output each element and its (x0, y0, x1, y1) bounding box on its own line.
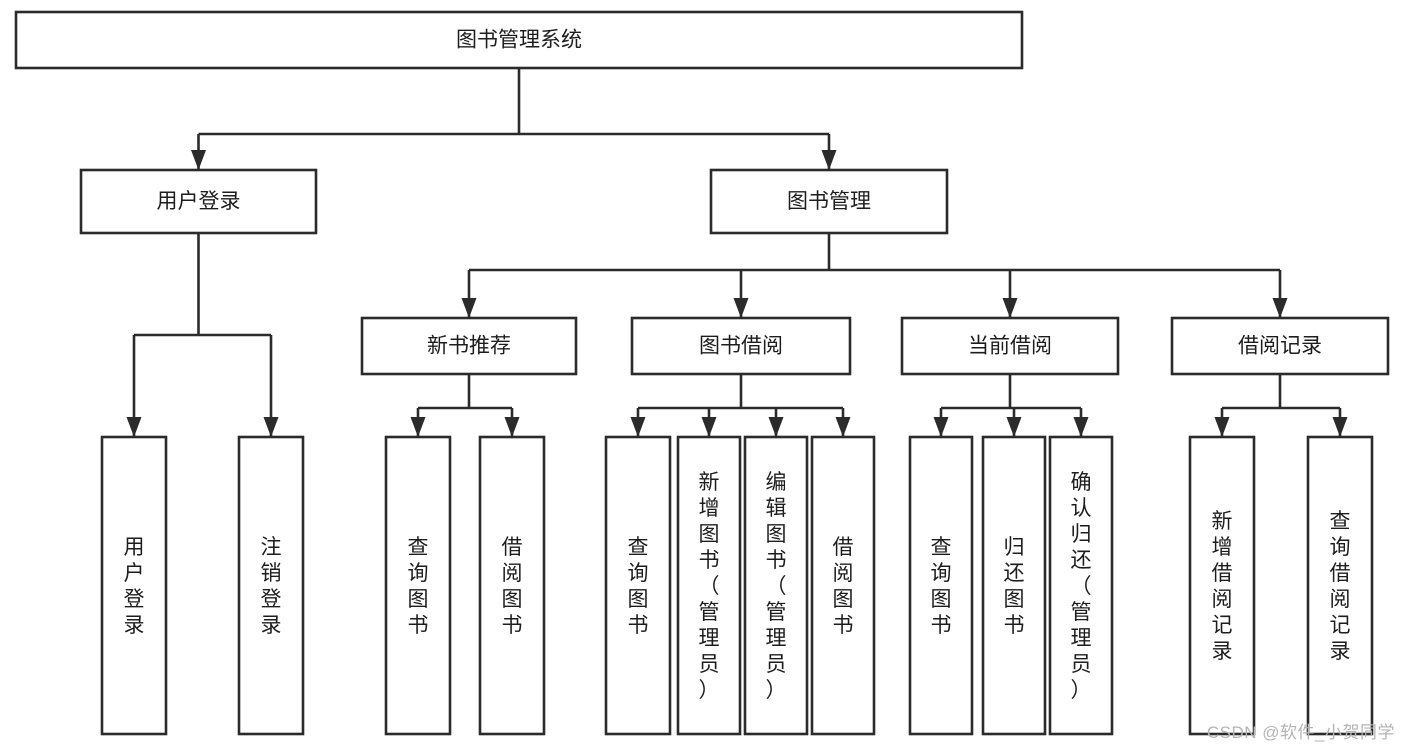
edge-group-user-login (126, 233, 279, 437)
node-box-leaf-return-book (981, 435, 1047, 736)
node-label-leaf-query-book-2: 查询图书 (628, 536, 649, 637)
arrow-head-icon (263, 417, 279, 437)
node-box-borrow-record (1170, 316, 1390, 376)
node-leaf-edit-book[interactable]: 编辑图书（管理员） (743, 435, 809, 736)
node-label-leaf-query-book-3: 查询图书 (931, 536, 952, 637)
node-leaf-query-record[interactable]: 查询借阅记录 (1306, 435, 1374, 736)
arrow-head-icon (461, 298, 477, 318)
node-leaf-confirm-return[interactable]: 确认归还（管理员） (1048, 435, 1114, 736)
edge-group-borrow-record (1214, 374, 1348, 437)
node-label-leaf-add-book: 新增图书（管理员） (699, 471, 720, 702)
arrow-head-icon (933, 417, 949, 437)
node-layer: 图书管理系统用户登录图书管理新书推荐图书借阅当前借阅借阅记录用户登录注销登录查询… (14, 10, 1390, 736)
node-user-login[interactable]: 用户登录 (79, 168, 318, 235)
node-label-leaf-return-book: 归还图书 (1004, 536, 1025, 637)
node-book-manage[interactable]: 图书管理 (709, 168, 949, 235)
node-leaf-add-book[interactable]: 新增图书（管理员） (676, 435, 742, 736)
node-label-root: 图书管理系统 (456, 29, 582, 52)
node-box-user-login (79, 168, 318, 235)
node-box-new-book-recommend (360, 316, 578, 376)
node-label-leaf-user-login: 用户登录 (124, 536, 145, 637)
node-box-leaf-confirm-return (1048, 435, 1114, 736)
arrow-head-icon (1073, 417, 1089, 437)
node-box-leaf-user-logout (237, 435, 305, 736)
watermark-text: CSDN @软件_小贺同学 (1206, 723, 1395, 742)
edge-group-new-book-recommend (410, 374, 520, 437)
node-leaf-query-book-1[interactable]: 查询图书 (384, 435, 452, 736)
edge-group-book-manage (461, 233, 1288, 318)
node-box-leaf-user-login (100, 435, 168, 736)
node-borrow-record[interactable]: 借阅记录 (1170, 316, 1390, 376)
node-leaf-add-record[interactable]: 新增借阅记录 (1188, 435, 1256, 736)
node-label-leaf-confirm-return: 确认归还（管理员） (1071, 471, 1092, 702)
arrow-head-icon (1272, 298, 1288, 318)
node-box-leaf-add-record (1188, 435, 1256, 736)
arrow-head-icon (410, 417, 426, 437)
arrow-head-icon (768, 417, 784, 437)
node-label-user-login: 用户登录 (157, 190, 241, 213)
node-box-leaf-query-book-3 (908, 435, 974, 736)
node-label-leaf-query-book-1: 查询图书 (408, 536, 429, 637)
edge-layer (126, 68, 1348, 437)
node-label-new-book-recommend: 新书推荐 (427, 335, 511, 358)
node-box-book-borrow (630, 316, 852, 376)
node-label-leaf-add-record: 新增借阅记录 (1212, 510, 1233, 663)
node-box-leaf-query-book-1 (384, 435, 452, 736)
arrow-head-icon (821, 150, 837, 170)
node-leaf-borrow-book-2[interactable]: 借阅图书 (810, 435, 876, 736)
node-box-leaf-query-record (1306, 435, 1374, 736)
arrow-head-icon (191, 150, 206, 170)
arrow-head-icon (1214, 417, 1230, 437)
node-label-current-borrow: 当前借阅 (968, 335, 1052, 358)
node-box-root (14, 10, 1024, 70)
arrow-head-icon (1332, 417, 1348, 437)
node-leaf-user-logout[interactable]: 注销登录 (237, 435, 305, 736)
node-leaf-query-book-2[interactable]: 查询图书 (604, 435, 672, 736)
node-box-leaf-query-book-2 (604, 435, 672, 736)
arrow-head-icon (701, 417, 717, 437)
node-current-borrow[interactable]: 当前借阅 (900, 316, 1120, 376)
node-label-leaf-borrow-book-2: 借阅图书 (833, 536, 854, 637)
node-root[interactable]: 图书管理系统 (14, 10, 1024, 70)
arrow-head-icon (630, 417, 646, 437)
node-new-book-recommend[interactable]: 新书推荐 (360, 316, 578, 376)
node-leaf-query-book-3[interactable]: 查询图书 (908, 435, 974, 736)
node-box-leaf-edit-book (743, 435, 809, 736)
node-label-book-borrow: 图书借阅 (699, 335, 783, 358)
node-label-leaf-query-record: 查询借阅记录 (1330, 510, 1351, 663)
node-label-leaf-user-logout: 注销登录 (261, 536, 282, 637)
arrow-head-icon (1006, 417, 1022, 437)
edge-group-root (191, 68, 837, 170)
node-label-book-manage: 图书管理 (787, 190, 871, 213)
node-box-current-borrow (900, 316, 1120, 376)
node-box-leaf-borrow-book-2 (810, 435, 876, 736)
node-box-book-manage (709, 168, 949, 235)
arrow-head-icon (126, 417, 142, 437)
arrow-head-icon (835, 417, 851, 437)
node-label-borrow-record: 借阅记录 (1238, 335, 1322, 358)
edge-group-current-borrow (933, 374, 1089, 437)
edge-group-book-borrow (630, 374, 851, 437)
node-leaf-borrow-book-1[interactable]: 借阅图书 (478, 435, 546, 736)
node-book-borrow[interactable]: 图书借阅 (630, 316, 852, 376)
node-leaf-user-login[interactable]: 用户登录 (100, 435, 168, 736)
arrow-head-icon (504, 417, 520, 437)
arrow-head-icon (1002, 298, 1018, 318)
node-label-leaf-edit-book: 编辑图书（管理员） (766, 471, 787, 702)
node-label-leaf-borrow-book-1: 借阅图书 (502, 536, 523, 637)
node-box-leaf-add-book (676, 435, 742, 736)
arrow-head-icon (733, 298, 749, 318)
node-box-leaf-borrow-book-1 (478, 435, 546, 736)
node-leaf-return-book[interactable]: 归还图书 (981, 435, 1047, 736)
